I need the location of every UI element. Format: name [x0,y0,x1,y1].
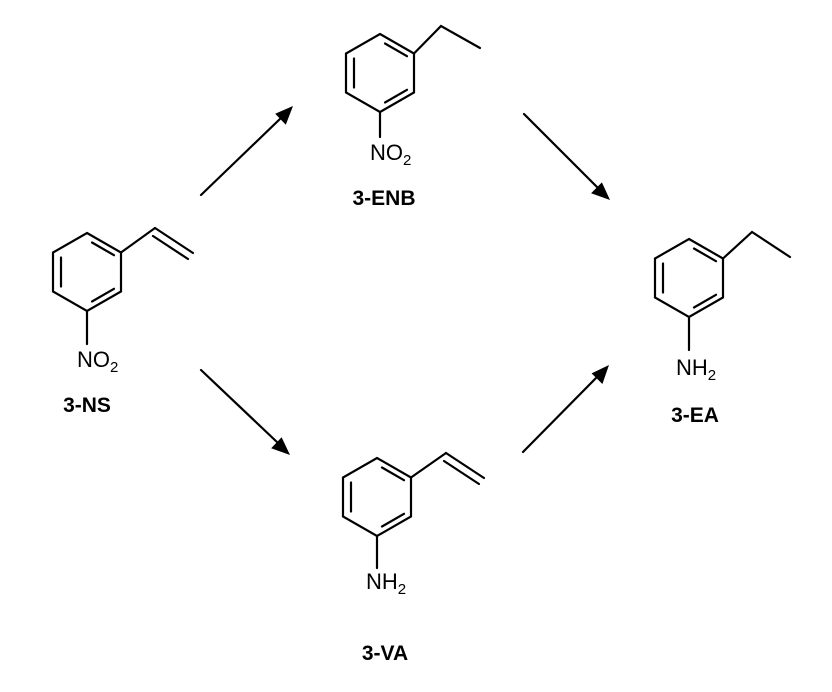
compound-label-va: 3-VA [362,642,408,665]
compound-label-ea: 3-EA [671,404,719,427]
compound-3-enb [344,24,482,139]
vinyl-group [119,226,157,254]
arrow-va-to-ea [521,365,609,454]
arrow-enb-to-ea [522,112,610,200]
compound-3-ns [51,226,195,346]
compound-label-ns: 3-NS [63,394,111,417]
ethyl-group [721,230,792,260]
benzene-ring [344,32,416,114]
benzene-ring [653,237,725,319]
arrow-ns-to-va [199,368,290,455]
arrow-ns-to-enb [199,106,293,197]
benzene-ring [341,456,413,538]
vinyl-group [409,451,448,479]
compound-3-va [341,451,486,570]
amino-group-va: NH2 [366,569,406,598]
compound-label-enb: 3-ENB [352,187,415,210]
amino-group-ea: NH2 [676,355,716,384]
nitro-group-ns: NO2 [77,347,118,376]
compound-3-ea [653,230,792,352]
ethyl-group [412,24,482,55]
nitro-group-enb: NO2 [370,140,411,169]
benzene-ring [51,231,123,313]
